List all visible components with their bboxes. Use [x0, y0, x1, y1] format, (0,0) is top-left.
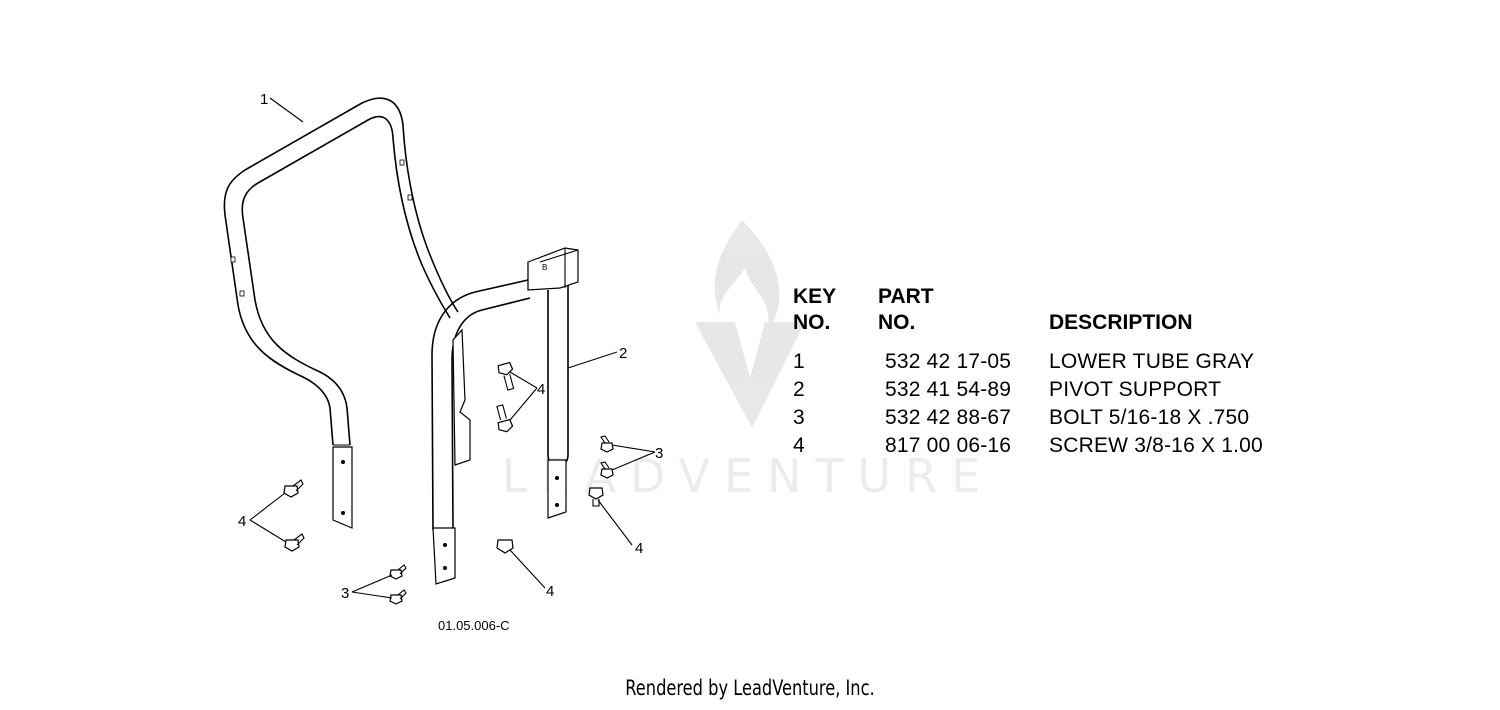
row-2-part: 532 41 54-89 [885, 378, 1012, 401]
flame-watermark-icon [714, 220, 780, 330]
callout-2: 2 [619, 345, 627, 362]
callout-1: 1 [260, 91, 268, 108]
row-4-part: 817 00 06-16 [885, 434, 1012, 457]
svg-text:B: B [542, 263, 547, 272]
screw-right-icon [588, 487, 604, 507]
screw-left-upper-icon [283, 479, 304, 498]
row-2-description: PIVOT SUPPORT [1049, 378, 1222, 401]
callout-3-bottom: 3 [341, 585, 349, 602]
footer-credit: Rendered by LeadVenture, Inc. [625, 676, 875, 700]
callout-4-right: 4 [635, 540, 643, 557]
callout-4-bottom: 4 [546, 583, 554, 600]
header-key-line2: NO. [793, 311, 831, 334]
row-1-part: 532 42 17-05 [885, 350, 1012, 373]
callout-4-center: 4 [537, 381, 545, 398]
bolt-bottom-upper-icon [389, 564, 407, 580]
watermark-text: LEADVENTURE [502, 449, 995, 503]
header-key-line1: KEY [793, 285, 837, 308]
v-mark-watermark-icon [695, 322, 805, 428]
pivot-support-drawing: B [431, 247, 579, 585]
callout-4-left: 4 [238, 513, 246, 530]
fasteners-drawing [283, 361, 614, 605]
row-1-key: 1 [793, 350, 805, 373]
row-4-description: SCREW 3/8-16 X 1.00 [1049, 434, 1263, 457]
screw-left-lower-icon [284, 533, 305, 552]
screw-bottom-icon [496, 539, 514, 554]
screw-lower-icon [496, 404, 514, 433]
row-4-key: 4 [793, 434, 805, 457]
header-description: DESCRIPTION [1049, 311, 1193, 334]
leader-lines [249, 97, 656, 599]
row-3-key: 3 [793, 406, 805, 429]
callout-3-right: 3 [655, 445, 663, 462]
screw-upper-icon [497, 361, 515, 391]
bolt-right-upper-icon [600, 435, 614, 453]
bolt-bottom-lower-icon [389, 589, 407, 605]
row-3-part: 532 42 88-67 [885, 406, 1012, 429]
row-1-description: LOWER TUBE GRAY [1049, 350, 1255, 373]
header-part-line2: NO. [878, 311, 916, 334]
header-part-line1: PART [878, 285, 934, 308]
figure-code: 01.05.006-C [438, 618, 510, 633]
bolt-right-lower-icon [600, 461, 614, 479]
row-3-description: BOLT 5/16-18 X .750 [1049, 406, 1250, 429]
row-2-key: 2 [793, 378, 805, 401]
lower-tube-drawing [223, 97, 459, 529]
